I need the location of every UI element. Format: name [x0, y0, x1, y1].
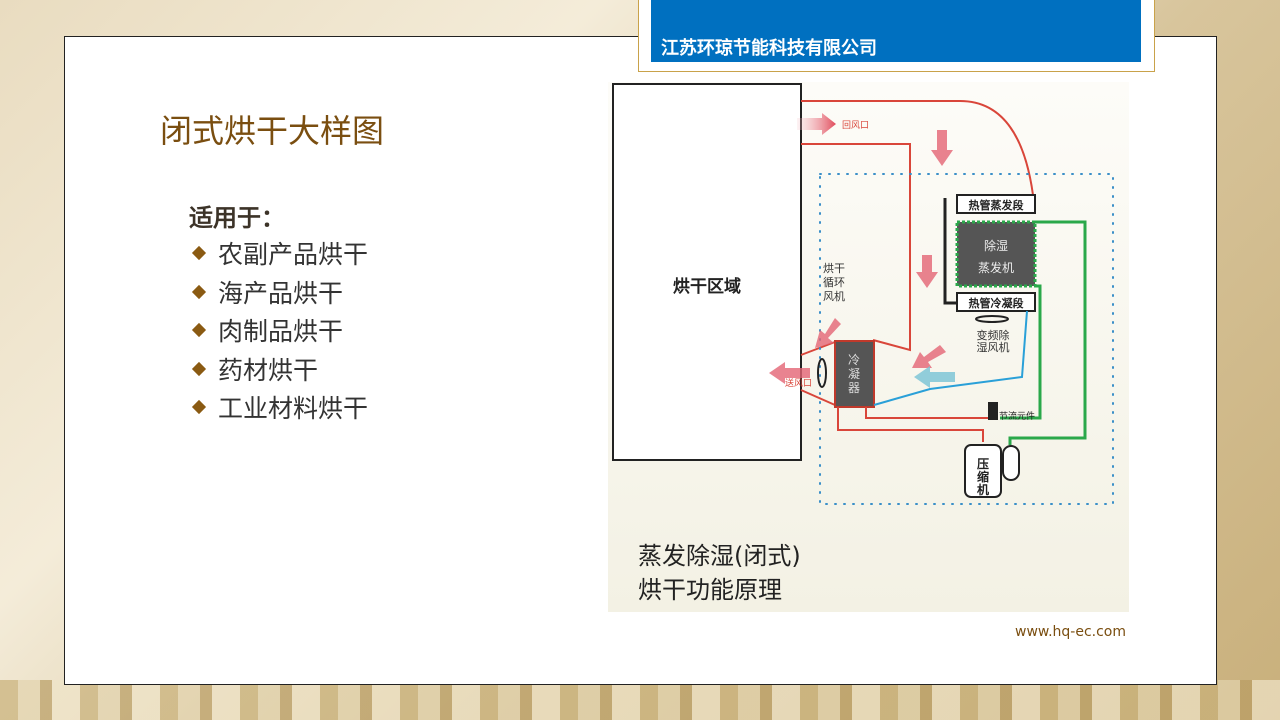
- airflow-arrows: [769, 113, 955, 388]
- compressor-label: 压缩机: [977, 457, 989, 497]
- condenser: [834, 340, 875, 408]
- arrow-icon: [769, 362, 810, 384]
- list-item-label: 工业材料烘干: [218, 394, 369, 424]
- arrow-icon: [912, 345, 946, 368]
- hp-evap-label: 热管蒸发段: [969, 198, 1024, 212]
- evaporator: [955, 220, 1037, 288]
- supply-air-label: 送风口: [785, 377, 812, 389]
- list-item-label: 海产品烘干: [218, 278, 344, 308]
- refrigerant-line-cold: [873, 310, 1028, 406]
- company-name: 江苏环琼节能科技有限公司: [661, 38, 877, 59]
- arrow-icon: [815, 318, 841, 348]
- arrow-icon: [797, 113, 836, 135]
- background-stripe: [0, 680, 1280, 720]
- diagram-caption: 蒸发除湿(闭式)烘干功能原理: [638, 542, 801, 604]
- dehum-fan-label: 变频除湿风机: [977, 328, 1010, 354]
- list-item: 工业材料烘干: [190, 388, 368, 427]
- list-item-label: 肉制品烘干: [218, 317, 344, 347]
- arrow-icon: [931, 130, 953, 166]
- company-banner: 江苏环琼节能科技有限公司: [651, 0, 1141, 62]
- slide-title: 闭式烘干大样图: [160, 112, 385, 150]
- compressor: [964, 444, 1002, 498]
- evaporator-label: 除湿蒸发机: [978, 238, 1014, 275]
- fan-icon: [817, 358, 827, 388]
- list-item: 海产品烘干: [190, 273, 368, 312]
- condenser-label: 冷凝器: [848, 353, 860, 395]
- throttle-label: 节流元件: [999, 410, 1035, 422]
- throttle-valve-icon: [988, 402, 998, 420]
- hp-cond-label: 热管冷凝段: [969, 296, 1024, 310]
- return-air-label: 回风口: [842, 120, 869, 131]
- list-item-label: 药材烘干: [218, 355, 319, 385]
- list-item-label: 农副产品烘干: [218, 240, 369, 270]
- heat-pipe: [943, 198, 957, 305]
- drying-zone-box: [612, 83, 802, 461]
- return-duct: [801, 100, 1034, 196]
- refrigerant-line-suction: [1000, 220, 1087, 445]
- refrigerant-line-liquid: [865, 407, 990, 419]
- list-item: 药材烘干: [190, 350, 368, 389]
- list-item: 肉制品烘干: [190, 311, 368, 350]
- hp-evap-box: [956, 194, 1036, 214]
- refrigerant-line-hot: [837, 407, 984, 442]
- arrow-icon: [914, 366, 955, 388]
- dehum-fan-icon: [975, 315, 1009, 323]
- applications-list: 农副产品烘干 海产品烘干 肉制品烘干 药材烘干 工业材料烘干: [190, 234, 368, 427]
- drying-zone-label: 烘干区域: [673, 276, 741, 297]
- circulation-fan-label: 烘干循环风机: [823, 261, 845, 303]
- accumulator: [1002, 445, 1020, 481]
- arrow-icon: [916, 255, 938, 288]
- website-url: www.hq-ec.com: [1015, 624, 1126, 640]
- hp-cond-box: [956, 292, 1036, 312]
- applies-label: 适用于：: [189, 204, 285, 232]
- list-item: 农副产品烘干: [190, 234, 368, 273]
